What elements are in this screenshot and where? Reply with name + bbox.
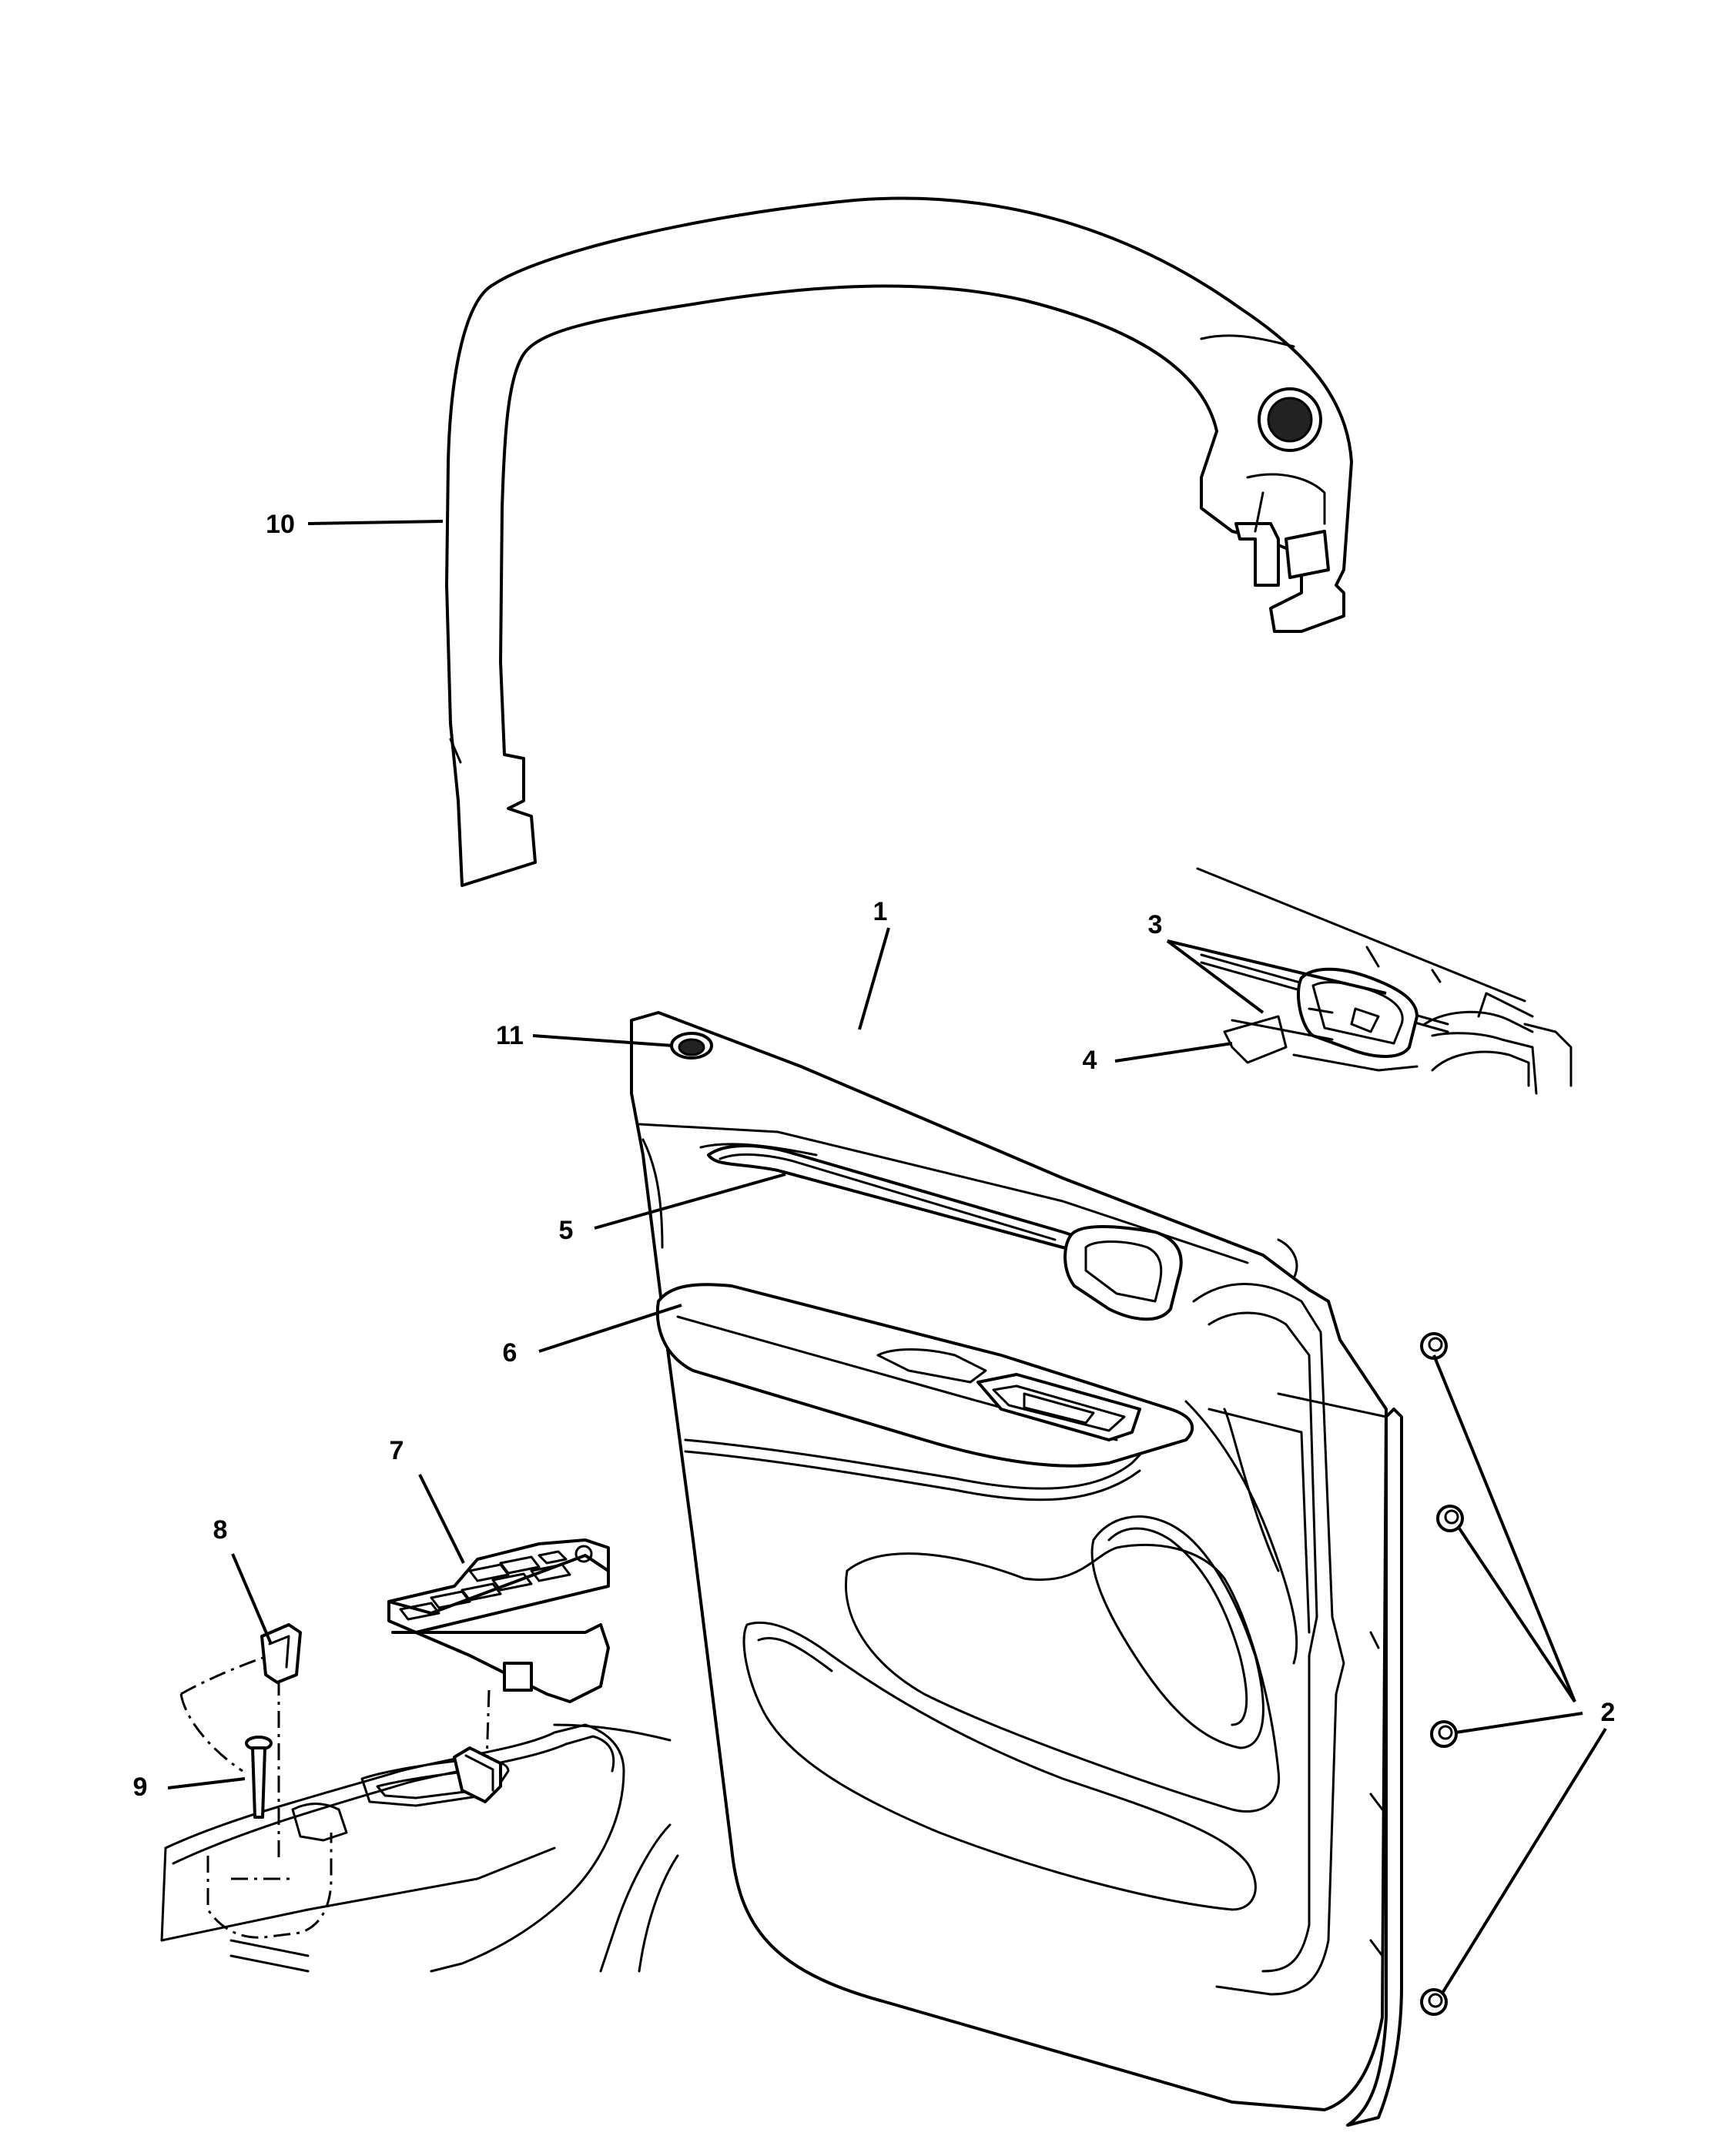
door-switch-opening <box>976 1373 1141 1441</box>
pillar-trim-part-10 <box>445 196 1353 887</box>
leader-2a <box>1432 1354 1576 1702</box>
leader-9 <box>167 1777 246 1789</box>
callout-8: 8 <box>213 1515 228 1545</box>
leader-6 <box>538 1304 682 1353</box>
callout-7: 7 <box>390 1436 404 1465</box>
screw-part-9 <box>245 1736 273 1819</box>
leader-7 <box>418 1474 465 1564</box>
fastener-pin <box>1430 1720 1458 1748</box>
callout-2: 2 <box>1601 1698 1616 1727</box>
callout-4: 4 <box>1083 1046 1097 1075</box>
callout-5: 5 <box>559 1216 574 1245</box>
push-pin-fasteners-part-2 <box>1420 1332 1464 2016</box>
leader-5 <box>594 1173 786 1230</box>
callout-1: 1 <box>873 897 888 926</box>
leader-2c <box>1455 1712 1583 1734</box>
handle-detail-inset <box>1196 867 1573 1095</box>
armrest-pocket-assembly <box>160 1654 679 1973</box>
leader-11 <box>532 1034 674 1047</box>
callout-3: 3 <box>1148 910 1163 939</box>
leader-3b <box>1167 939 1387 995</box>
door-trim-panel-part-1 <box>630 1011 1403 2127</box>
fastener-pin <box>1420 1332 1448 1360</box>
leader-2b <box>1458 1527 1576 1703</box>
leader-lines <box>167 520 1607 1996</box>
callout-labels: 1 2 3 4 5 6 7 8 9 10 11 <box>133 510 1616 1802</box>
leader-10 <box>307 520 444 525</box>
leader-8 <box>231 1553 273 1645</box>
grab-handle-cup <box>1063 1225 1298 1321</box>
callout-6: 6 <box>503 1338 518 1368</box>
window-switch-part-7 <box>387 1538 610 1703</box>
leader-3a <box>1166 939 1264 1014</box>
callout-11: 11 <box>496 1021 524 1050</box>
clip-part-8 <box>260 1623 302 1684</box>
speaker-grille-part-11 <box>670 1032 713 1060</box>
callout-9: 9 <box>133 1773 148 1802</box>
leader-4 <box>1114 1042 1233 1063</box>
fastener-pin <box>1436 1505 1464 1532</box>
leader-2d <box>1440 1727 1607 1996</box>
switch-connector <box>453 1746 502 1803</box>
fastener-pin <box>1420 1988 1448 2016</box>
callout-10: 10 <box>266 510 295 539</box>
leader-1 <box>858 927 890 1030</box>
